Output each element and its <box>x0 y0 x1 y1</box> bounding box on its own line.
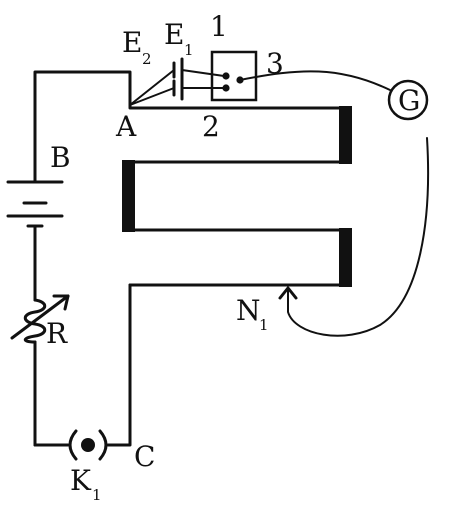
label-k1-subscript: 1 <box>92 486 102 504</box>
terminal-strip <box>339 228 352 287</box>
terminal-strip <box>122 160 135 232</box>
cells-e1-e2 <box>129 57 225 106</box>
label-e2: E <box>122 26 142 59</box>
label-n1: N <box>236 294 261 327</box>
battery-icon <box>6 180 64 228</box>
label-k1: K <box>70 464 92 497</box>
label-e2-subscript: 2 <box>142 50 152 68</box>
key-terminal-1: 1 <box>210 10 228 43</box>
galvanometer-icon <box>239 70 430 337</box>
diagram-labels: A B C R G E 2 E 1 1 2 3 N 1 K 1 <box>46 10 420 504</box>
label-c: C <box>134 440 155 473</box>
potentiometer-wire <box>128 103 350 287</box>
label-e1: E <box>164 18 184 51</box>
terminal-strip <box>339 106 352 164</box>
key-terminal-2: 2 <box>202 110 220 143</box>
label-a: A <box>115 110 137 143</box>
terminal-strips <box>122 106 352 287</box>
main-circuit-wire <box>33 70 132 447</box>
label-n1-subscript: 1 <box>259 316 269 334</box>
jockey-arrow-icon[interactable] <box>278 286 298 300</box>
label-r: R <box>46 317 68 350</box>
label-e1-subscript: 1 <box>184 41 194 59</box>
label-g: G <box>398 84 420 117</box>
plug-key-icon <box>68 429 108 461</box>
rheostat-icon <box>10 294 70 344</box>
label-b: B <box>50 141 71 174</box>
key-terminal-3: 3 <box>266 47 284 80</box>
